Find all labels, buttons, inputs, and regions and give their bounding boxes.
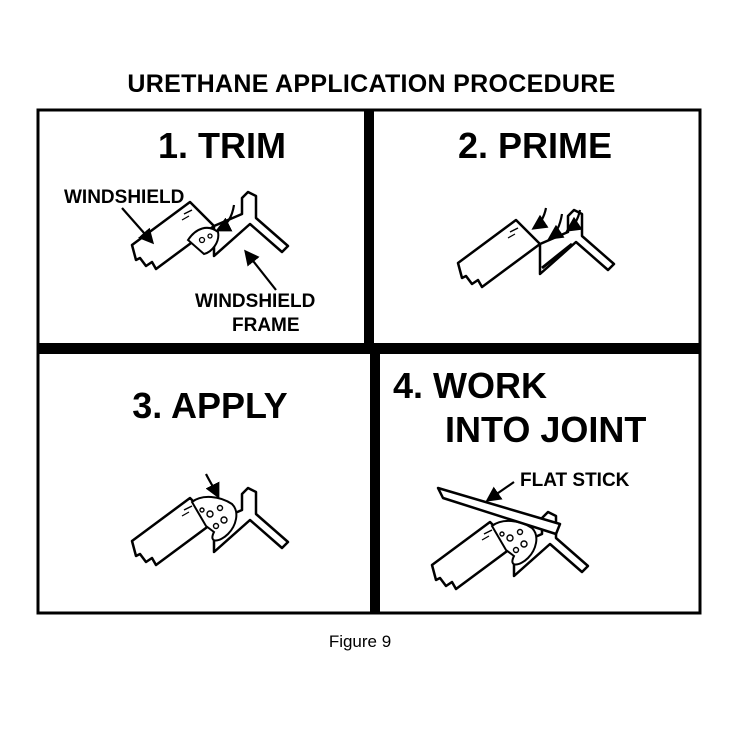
arrow-windshield-frame xyxy=(244,249,277,291)
panel-trim: 1. TRIM WINDSHIELD WINDSHIELD FRAME xyxy=(64,125,315,336)
windshield-joint-illustration-2 xyxy=(456,208,616,289)
panel-work-heading-line1: 4. WORK xyxy=(393,365,547,406)
arrow-prime-1 xyxy=(531,207,549,230)
figure-caption: Figure 9 xyxy=(328,632,392,651)
windshield-joint-illustration-4 xyxy=(430,510,590,591)
arrow-prime-2 xyxy=(547,213,565,240)
diagram-title: URETHANE APPLICATION PROCEDURE xyxy=(127,70,616,98)
arrow-windshield xyxy=(121,207,155,245)
label-windshield-frame-1: WINDSHIELD xyxy=(195,291,315,312)
panel-apply-heading: 3. APPLY xyxy=(132,385,287,426)
arrow-flat-stick xyxy=(485,481,515,502)
panel-trim-heading: 1. TRIM xyxy=(158,125,286,166)
windshield-joint-illustration-3 xyxy=(130,486,290,567)
flat-stick xyxy=(436,486,562,536)
horizontal-divider xyxy=(38,343,700,354)
arrow-apply xyxy=(205,473,220,499)
panel-apply: 3. APPLY xyxy=(130,385,290,567)
windshield-joint-illustration-1 xyxy=(130,190,290,271)
panel-prime: 2. PRIME xyxy=(456,125,616,289)
vertical-divider-bottom xyxy=(370,346,380,613)
arrow-prime-3 xyxy=(565,209,583,232)
label-windshield-frame-2: FRAME xyxy=(232,315,300,336)
arrow-trim xyxy=(215,204,236,232)
label-windshield-1: WINDSHIELD xyxy=(64,187,184,208)
panel-prime-heading: 2. PRIME xyxy=(458,125,612,166)
label-flat-stick: FLAT STICK xyxy=(520,470,630,491)
vertical-divider-top xyxy=(364,110,374,352)
panel-work-into-joint: 4. WORK INTO JOINT FLAT STICK xyxy=(393,365,646,591)
panel-work-heading-line2: INTO JOINT xyxy=(445,409,646,450)
